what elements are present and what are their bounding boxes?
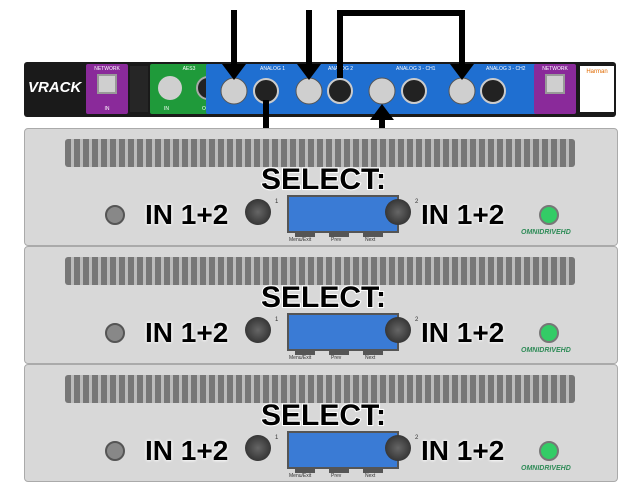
select-label: SELECT: bbox=[260, 162, 387, 197]
left-channel-knob[interactable] bbox=[245, 435, 271, 461]
menu-exit-button[interactable] bbox=[295, 349, 315, 355]
rack-panel: VRACK NETWORK IN AES3 IN OUT ANALOG 1 AN… bbox=[24, 62, 616, 117]
prev-label: Prev bbox=[331, 355, 342, 361]
analog-connectors bbox=[220, 10, 506, 143]
left-channel-knob[interactable] bbox=[245, 317, 271, 343]
right-channel-knob[interactable] bbox=[385, 435, 411, 461]
power-button-icon[interactable] bbox=[105, 441, 125, 461]
left-channel-knob[interactable] bbox=[245, 199, 271, 225]
xlr-in-icon[interactable] bbox=[158, 76, 182, 100]
left-channel-number: 1 bbox=[275, 199, 279, 205]
analog3-ch1-title: ANALOG 3 - CH1 bbox=[396, 66, 436, 72]
amplifier-unit: SELECT: IN 1+2 1 Menu/Exit Prev Next 2 I… bbox=[24, 128, 618, 246]
analog2-out-connector[interactable] bbox=[327, 78, 353, 104]
prev-button[interactable] bbox=[329, 467, 349, 473]
amplifier-unit: SELECT: IN 1+2 1 Menu/Exit Prev Next 2 I… bbox=[24, 364, 618, 482]
prev-label: Prev bbox=[331, 237, 342, 243]
next-label: Next bbox=[365, 473, 376, 479]
right-input-label: IN 1+2 bbox=[421, 199, 505, 230]
amplifier-unit: SELECT: IN 1+2 1 Menu/Exit Prev Next 2 I… bbox=[24, 246, 618, 364]
analog3-ch2-out-connector[interactable] bbox=[480, 78, 506, 104]
right-input-label: IN 1+2 bbox=[421, 317, 505, 348]
loop-analog2-to-analog3ch2 bbox=[337, 10, 465, 78]
module-title: NETWORK bbox=[542, 66, 568, 72]
menu-exit-label: Menu/Exit bbox=[289, 355, 312, 361]
rj45-port-icon[interactable] bbox=[545, 74, 565, 94]
rj45-port-icon[interactable] bbox=[97, 74, 117, 94]
power-button-icon[interactable] bbox=[105, 323, 125, 343]
vrack-logo-text: VRACK bbox=[28, 79, 82, 96]
analog3-ch1-in-connector[interactable] bbox=[368, 77, 396, 105]
status-led-icon bbox=[539, 441, 559, 461]
right-input-label: IN 1+2 bbox=[421, 435, 505, 466]
analog1-in-connector[interactable] bbox=[220, 77, 248, 105]
status-led-icon bbox=[539, 205, 559, 225]
right-channel-number: 2 bbox=[415, 317, 419, 323]
vent-strip bbox=[65, 375, 575, 403]
signal-arrows bbox=[231, 10, 465, 143]
vent-strip bbox=[65, 139, 575, 167]
next-button[interactable] bbox=[363, 231, 383, 237]
menu-exit-label: Menu/Exit bbox=[289, 237, 312, 243]
omnidrive-badge: OMNIDRIVEHD bbox=[521, 465, 571, 472]
right-channel-number: 2 bbox=[415, 435, 419, 441]
mode-switch-block bbox=[130, 66, 148, 112]
port-label-in: IN bbox=[104, 106, 110, 112]
arrowheads bbox=[222, 64, 474, 120]
next-label: Next bbox=[365, 355, 376, 361]
analog3-ch2-title: ANALOG 3 - CH2 bbox=[486, 66, 526, 72]
brand-text: Harman bbox=[586, 69, 608, 75]
analog3-ch1-out-connector[interactable] bbox=[401, 78, 427, 104]
omnidrive-badge: OMNIDRIVEHD bbox=[521, 347, 571, 354]
prev-label: Prev bbox=[331, 473, 342, 479]
brand-mark: Harman bbox=[580, 66, 614, 112]
menu-exit-button[interactable] bbox=[295, 231, 315, 237]
next-button[interactable] bbox=[363, 467, 383, 473]
vrack-logo: VRACK bbox=[28, 68, 81, 108]
port-label-in: IN bbox=[164, 106, 169, 112]
analog1-out-connector[interactable] bbox=[253, 78, 279, 104]
network-out-module: NETWORK bbox=[534, 64, 576, 114]
analog2-in-connector[interactable] bbox=[295, 77, 323, 105]
lcd-display bbox=[287, 313, 399, 351]
module-title: NETWORK bbox=[94, 66, 120, 72]
power-button-icon[interactable] bbox=[105, 205, 125, 225]
module-title: AES3 bbox=[182, 66, 196, 72]
analog3-ch2-in-connector[interactable] bbox=[448, 77, 476, 105]
prev-button[interactable] bbox=[329, 231, 349, 237]
lcd-display bbox=[287, 195, 399, 233]
left-channel-number: 1 bbox=[275, 435, 279, 441]
right-channel-knob[interactable] bbox=[385, 317, 411, 343]
select-label: SELECT: bbox=[260, 398, 387, 433]
next-label: Next bbox=[365, 237, 376, 243]
left-input-label: IN 1+2 bbox=[145, 435, 229, 466]
omnidrive-badge: OMNIDRIVEHD bbox=[521, 229, 571, 236]
right-channel-knob[interactable] bbox=[385, 199, 411, 225]
right-channel-number: 2 bbox=[415, 199, 419, 205]
network-in-module: NETWORK IN bbox=[86, 64, 128, 114]
left-channel-number: 1 bbox=[275, 317, 279, 323]
left-input-label: IN 1+2 bbox=[145, 317, 229, 348]
menu-exit-button[interactable] bbox=[295, 467, 315, 473]
prev-button[interactable] bbox=[329, 349, 349, 355]
menu-exit-label: Menu/Exit bbox=[289, 473, 312, 479]
select-label: SELECT: bbox=[260, 280, 387, 315]
vent-strip bbox=[65, 257, 575, 285]
analog1-title: ANALOG 1 bbox=[260, 66, 286, 72]
lcd-display bbox=[287, 431, 399, 469]
next-button[interactable] bbox=[363, 349, 383, 355]
left-input-label: IN 1+2 bbox=[145, 199, 229, 230]
status-led-icon bbox=[539, 323, 559, 343]
